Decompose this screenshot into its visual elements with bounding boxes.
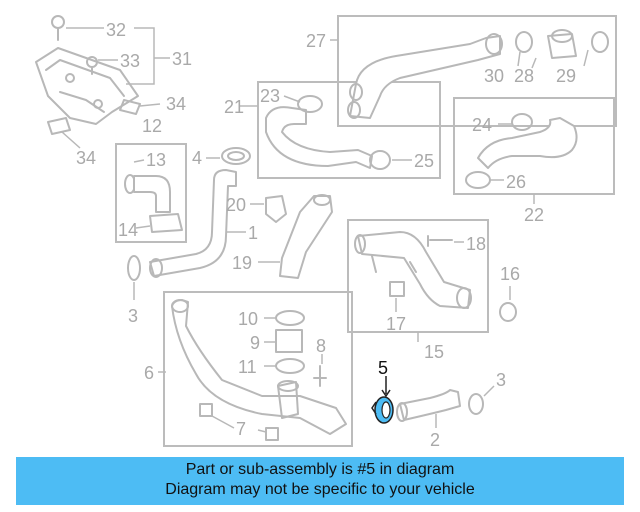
callout-23: 23: [260, 86, 280, 106]
banner-line-1: Part or sub-assembly is #5 in diagram: [185, 461, 455, 478]
bolt-18[interactable]: [427, 235, 453, 247]
callout-22: 22: [524, 205, 544, 225]
hose-21[interactable]: [265, 95, 391, 170]
callout-10: 10: [238, 309, 258, 329]
callout-18: 18: [466, 234, 486, 254]
parts-diagram: 32 33 31 34 12 34 13 14 4 1 3 23 25 21: [35, 15, 617, 450]
callout-7: 7: [236, 419, 246, 439]
pipe-27[interactable]: [347, 29, 609, 119]
callout-11: 11: [238, 357, 257, 377]
clamp-11[interactable]: [275, 358, 305, 374]
callout-25: 25: [414, 151, 434, 171]
callout-27: 27: [306, 31, 326, 51]
callout-8: 8: [316, 336, 326, 356]
pipe-6[interactable]: [171, 299, 347, 435]
callout-34-upper: 34: [166, 94, 186, 114]
o-ring-16[interactable]: [499, 302, 517, 322]
group-box-27: [337, 15, 617, 127]
callout-31: 31: [172, 49, 192, 69]
o-ring-3-left[interactable]: [127, 255, 141, 281]
callout-29: 29: [556, 66, 576, 86]
info-banner: Part or sub-assembly is #5 in diagram Di…: [16, 457, 624, 505]
callout-17: 17: [386, 314, 406, 334]
o-ring-3-right[interactable]: [468, 393, 484, 415]
callout-21: 21: [224, 97, 244, 117]
grommet-17[interactable]: [389, 281, 405, 297]
callout-20: 20: [226, 195, 246, 215]
callout-5: 5: [378, 358, 388, 378]
clamp-10[interactable]: [275, 310, 305, 326]
bracket-assembly[interactable]: [35, 15, 141, 135]
callout-30: 30: [484, 66, 504, 86]
callout-32: 32: [106, 20, 126, 40]
callout-26: 26: [506, 172, 526, 192]
group-box-21: [257, 81, 441, 179]
hose-13[interactable]: [124, 174, 183, 233]
callout-12: 12: [142, 116, 162, 136]
callout-14: 14: [118, 220, 138, 240]
pipe-19[interactable]: [279, 194, 333, 279]
callout-6: 6: [144, 363, 154, 383]
callout-34-lower: 34: [76, 148, 96, 168]
bracket-20[interactable]: [265, 195, 287, 223]
banner-line-2: Diagram may not be specific to your vehi…: [165, 481, 475, 498]
callout-28: 28: [514, 66, 534, 86]
callout-13: 13: [146, 150, 166, 170]
hose-1[interactable]: [149, 169, 237, 278]
callout-33: 33: [120, 51, 140, 71]
callout-19: 19: [232, 253, 252, 273]
callout-3-left: 3: [128, 306, 138, 326]
callout-15: 15: [424, 342, 444, 362]
group-box-12: [115, 143, 187, 243]
pipe-15[interactable]: [354, 231, 472, 309]
bolt-8[interactable]: [313, 365, 327, 387]
hose-2[interactable]: [396, 389, 461, 422]
group-box-6: [163, 291, 353, 447]
callout-5-arrow: [381, 376, 391, 398]
sleeve-9[interactable]: [275, 329, 303, 353]
callout-4: 4: [192, 148, 202, 168]
clamp-4[interactable]: [221, 147, 251, 165]
callout-3-right: 3: [496, 370, 506, 390]
callout-24: 24: [472, 115, 492, 135]
callout-1: 1: [248, 223, 258, 243]
clamp-5-highlighted[interactable]: [371, 396, 394, 424]
callout-16: 16: [500, 264, 520, 284]
callout-9: 9: [250, 333, 260, 353]
callout-2: 2: [430, 430, 440, 450]
